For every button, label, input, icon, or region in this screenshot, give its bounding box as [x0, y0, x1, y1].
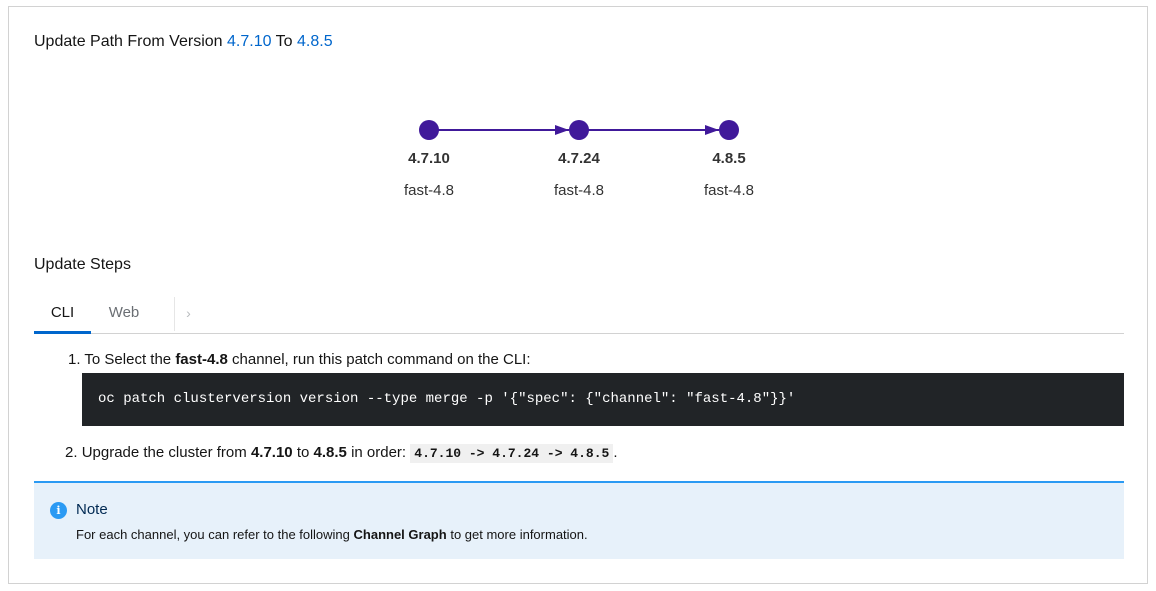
update-steps-title: Update Steps	[34, 256, 131, 273]
tab-web[interactable]: Web	[108, 304, 140, 321]
node-channel-label: fast-4.8	[403, 182, 455, 199]
tab-cli[interactable]: CLI	[34, 297, 91, 334]
title-prefix: Update Path From Version	[34, 33, 223, 50]
node-version-label: 4.8.5	[712, 150, 746, 167]
note-title: Note	[76, 501, 108, 518]
node-version-label: 4.7.10	[408, 150, 450, 167]
steps-tabs: CLI Web ›	[34, 297, 1124, 334]
step-2-text-before: Upgrade the cluster from	[81, 444, 247, 461]
upgrade-path-code: 4.7.10 -> 4.7.24 -> 4.8.5	[410, 444, 614, 463]
update-path-graph: 4.7.10 fast-4.8 4.7.24 fast-4.8 4.8.5 fa…	[9, 7, 1149, 227]
step-2: 2. Upgrade the cluster from 4.7.10 to 4.…	[65, 444, 618, 463]
step-2-text-after: in order:	[351, 444, 407, 461]
graph-svg	[419, 120, 739, 140]
step-2-to-version: 4.8.5	[313, 444, 347, 461]
chevron-right-icon: ›	[186, 305, 191, 321]
node-channel-label: fast-4.8	[553, 182, 605, 199]
node-channel-label: fast-4.8	[703, 182, 755, 199]
step-number: 1.	[68, 351, 81, 368]
step-1-channel: fast-4.8	[175, 351, 228, 368]
tabs-scroll-right-button[interactable]: ›	[174, 297, 202, 331]
from-version-link[interactable]: 4.7.10	[227, 33, 272, 50]
update-path-panel: Update Path From Version 4.7.10 To 4.8.5…	[8, 6, 1148, 584]
note-body-before: For each channel, you can refer to the f…	[76, 527, 350, 542]
step-2-from-version: 4.7.10	[250, 444, 293, 461]
patch-command-code-block[interactable]: oc patch clusterversion version --type m…	[82, 373, 1124, 426]
step-2-text-middle: to	[296, 444, 310, 461]
note-alert: i Note For each channel, you can refer t…	[34, 481, 1124, 559]
step-2-end: .	[613, 444, 618, 461]
step-1-text-before: To Select the	[84, 351, 172, 368]
graph-node-3[interactable]	[719, 120, 739, 140]
graph-node-2[interactable]	[569, 120, 589, 140]
graph-node-1[interactable]	[419, 120, 439, 140]
node-version-label: 4.7.24	[558, 150, 600, 167]
title-to-word: To	[275, 33, 293, 50]
step-1: 1. To Select the fast-4.8 channel, run t…	[68, 351, 531, 368]
to-version-link[interactable]: 4.8.5	[297, 33, 333, 50]
info-icon: i	[50, 502, 67, 519]
step-1-text-after: channel, run this patch command on the C…	[232, 351, 531, 368]
page-title: Update Path From Version 4.7.10 To 4.8.5	[34, 33, 333, 51]
channel-graph-text: Channel Graph	[353, 527, 447, 542]
step-number: 2.	[65, 444, 78, 461]
note-body-after: to get more information.	[450, 527, 588, 542]
note-body: For each channel, you can refer to the f…	[76, 527, 588, 542]
